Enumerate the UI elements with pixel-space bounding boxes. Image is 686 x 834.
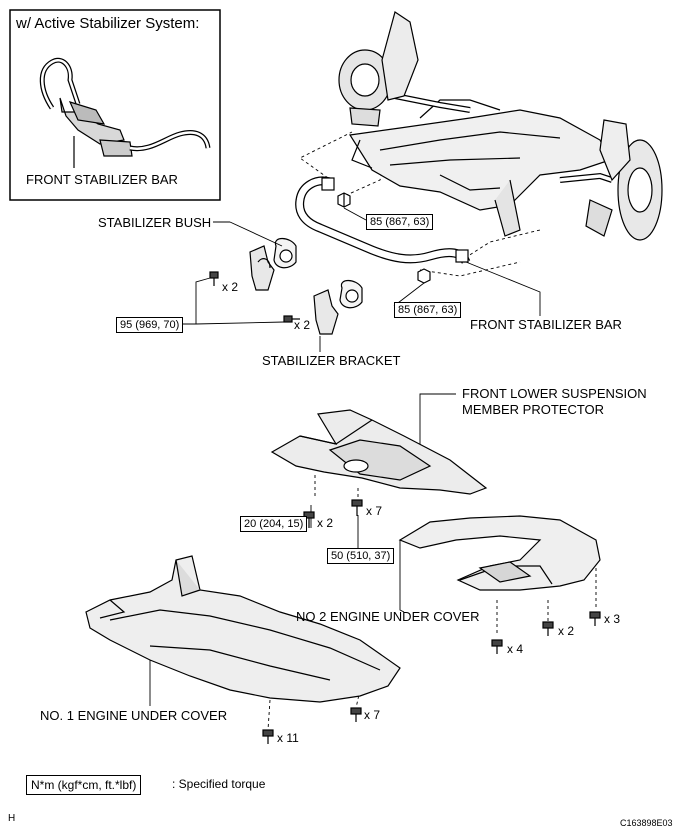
front-suspension-member xyxy=(348,92,613,237)
bolt-bracket-lower xyxy=(283,315,300,323)
bolt-no2-x2 xyxy=(542,621,554,636)
torque-50: 50 (510, 37) xyxy=(327,548,395,564)
qty-bracket-upper: x 2 xyxy=(222,280,239,294)
front-lower-protector-label-line1: FRONT LOWER SUSPENSION xyxy=(462,386,647,401)
inset-front-stabilizer-bar-label: FRONT STABILIZER BAR xyxy=(26,172,178,187)
stabilizer-bracket-label: STABILIZER BRACKET xyxy=(262,353,401,368)
footer-letter: H xyxy=(8,813,16,824)
inset-frame xyxy=(9,9,221,201)
front-lower-protector xyxy=(270,409,488,495)
bolt-no1-x7 xyxy=(350,707,362,722)
stabilizer-bush-lower xyxy=(339,279,363,309)
dashed-guides xyxy=(267,131,597,731)
qty-no2-x2: x 2 xyxy=(558,624,575,638)
front-lower-protector-label-line2: MEMBER PROTECTOR xyxy=(462,402,605,417)
nut-upper xyxy=(337,192,351,208)
qty-protector-x7: x 7 xyxy=(366,504,383,518)
stabilizer-bracket-upper xyxy=(249,245,275,291)
inset-title: w/ Active Stabilizer System: xyxy=(16,15,200,32)
bolt-no1-x11 xyxy=(262,729,274,744)
qty-no2-x4: x 4 xyxy=(507,642,524,656)
bolt-protector-x7 xyxy=(351,499,363,516)
torque-95: 95 (969, 70) xyxy=(116,317,184,333)
no1-engine-under-cover-label: NO. 1 ENGINE UNDER COVER xyxy=(40,708,228,723)
front-stabilizer-bar-label: FRONT STABILIZER BAR xyxy=(470,317,622,332)
bolt-no2-x3 xyxy=(589,611,601,626)
qty-no2-x3: x 3 xyxy=(604,612,621,626)
stabilizer-bracket-lower xyxy=(313,289,339,335)
no2-engine-under-cover xyxy=(398,515,601,591)
nut-lower xyxy=(417,268,431,284)
active-stabilizer-bar xyxy=(39,57,211,168)
stabilizer-bush-upper xyxy=(273,237,297,269)
figure-code: C163898E03 xyxy=(620,818,673,828)
torque-85-lower: 85 (867, 63) xyxy=(394,302,462,318)
stabilizer-bush-label: STABILIZER BUSH xyxy=(98,215,212,230)
leader-lines xyxy=(149,207,541,706)
legend-text: : Specified torque xyxy=(172,777,266,791)
no1-engine-under-cover xyxy=(85,555,401,703)
no2-engine-under-cover-label: NO 2 ENGINE UNDER COVER xyxy=(296,609,480,624)
torque-85-upper: 85 (867, 63) xyxy=(366,214,434,230)
bolt-protector-x2 xyxy=(303,511,315,528)
bolt-bracket-upper xyxy=(209,271,219,286)
legend-unit-box: N*m (kgf*cm, ft.*lbf) xyxy=(26,775,142,795)
qty-bracket-lower: x 2 xyxy=(294,318,311,332)
qty-protector-x2: x 2 xyxy=(317,516,334,530)
qty-no1-x11: x 11 xyxy=(277,731,299,745)
bolt-no2-x4 xyxy=(491,639,503,654)
right-knuckle xyxy=(585,119,663,241)
left-knuckle xyxy=(338,11,419,127)
front-stabilizer-bar xyxy=(295,176,471,265)
torque-20: 20 (204, 15) xyxy=(240,516,308,532)
qty-no1-x7: x 7 xyxy=(364,708,381,722)
